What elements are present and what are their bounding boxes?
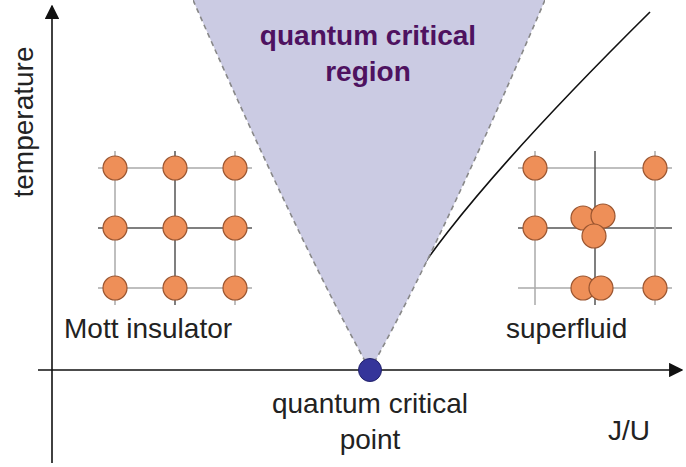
phase-label: superfluid: [506, 312, 627, 346]
critical-region-shape: [193, 0, 545, 370]
phase-label: Mott insulator: [64, 312, 232, 346]
axis-label: temperature: [7, 47, 41, 198]
mott-lattice: [98, 151, 252, 305]
critical-region: quantum critical region: [193, 0, 545, 370]
y-axis: [51, 6, 53, 463]
critical-point: quantum critical point: [250, 358, 490, 458]
critical-region-text: quantum critical region: [218, 18, 518, 90]
axis-label: J/U: [608, 414, 650, 448]
critical-point-text: quantum critical point: [250, 386, 490, 458]
region-fill: [193, 0, 545, 370]
superfluid-lattice: [518, 151, 672, 305]
critical-dot: [359, 359, 382, 382]
